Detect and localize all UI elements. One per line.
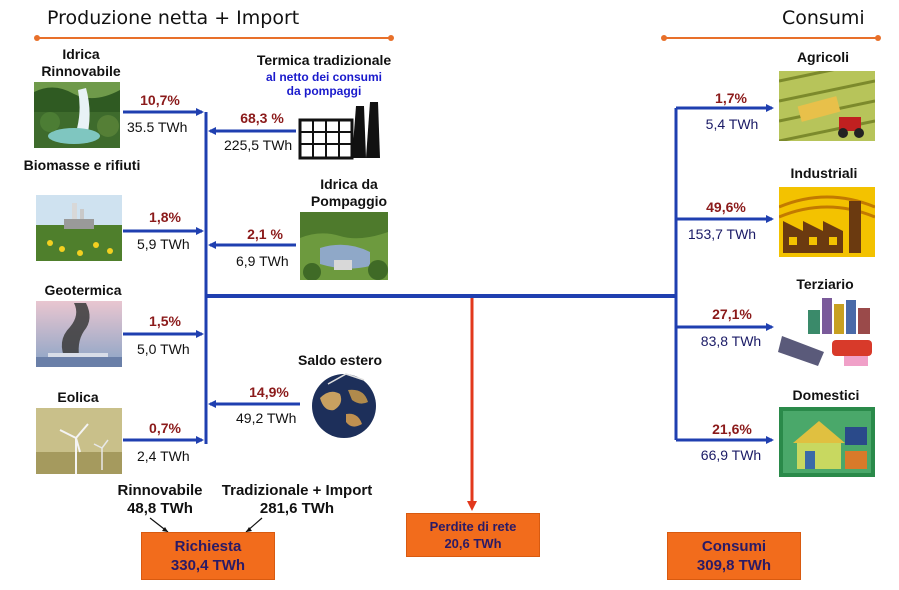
- label-pompaggio-line2: Pompaggio: [310, 193, 388, 209]
- label-pompaggio: Idrica da Pompaggio: [306, 176, 392, 210]
- total-rinnovabile-label: Rinnovabile: [117, 482, 203, 499]
- biomass-plant-image: [36, 195, 122, 261]
- label-eolica: Eolica: [57, 389, 99, 405]
- twh-geotermica: 5,0 TWh: [137, 341, 190, 357]
- consumi-box: Consumi 309,8 TWh: [667, 532, 801, 580]
- pct-agricoli: 1,7%: [715, 90, 747, 106]
- services-image: [778, 296, 876, 368]
- twh-termica: 225,5 TWh: [224, 137, 293, 153]
- label-idrica-line2: Rinnovabile: [41, 63, 121, 79]
- wind-turbine-image: [36, 408, 122, 474]
- pct-industriali: 49,6%: [706, 199, 746, 215]
- label-termica: Termica tradizionale: [256, 52, 392, 68]
- pct-termica: 68,3 %: [240, 110, 284, 126]
- perdite-box: Perdite di rete 20,6 TWh: [406, 513, 540, 557]
- globe-image: [306, 370, 382, 440]
- termica-note-line2: da pompaggi: [286, 84, 362, 98]
- pct-idrica: 10,7%: [140, 92, 180, 108]
- twh-biomasse: 5,9 TWh: [137, 236, 190, 252]
- label-saldo-estero: Saldo estero: [297, 352, 383, 368]
- total-tradizionale: Tradizionale + Import 281,6 TWh: [214, 482, 380, 518]
- total-tradizionale-value: 281,6 TWh: [259, 500, 335, 517]
- consumi-label: Consumi: [701, 538, 767, 555]
- pct-eolica: 0,7%: [149, 420, 181, 436]
- pct-domestici: 21,6%: [712, 421, 752, 437]
- pct-terziario: 27,1%: [712, 306, 752, 322]
- perdite-value: 20,6 TWh: [444, 536, 502, 551]
- total-tradizionale-label: Tradizionale + Import: [221, 482, 373, 499]
- perdite-label: Perdite di rete: [429, 519, 517, 534]
- right-header-title: Consumi: [782, 7, 865, 29]
- twh-industriali: 153,7 TWh: [687, 226, 757, 242]
- pumped-hydro-image: [300, 212, 388, 280]
- industry-image: [779, 187, 875, 257]
- twh-pompaggio: 6,9 TWh: [236, 253, 289, 269]
- pct-geotermica: 1,5%: [149, 313, 181, 329]
- richiesta-box: Richiesta 330,4 TWh: [141, 532, 275, 580]
- label-terziario: Terziario: [796, 276, 854, 292]
- termica-note: al netto dei consumi da pompaggi: [256, 70, 392, 98]
- twh-terziario: 83,8 TWh: [700, 333, 762, 349]
- twh-domestici: 66,9 TWh: [700, 447, 762, 463]
- label-geotermica: Geotermica: [44, 282, 122, 298]
- termica-note-line1: al netto dei consumi: [265, 70, 382, 84]
- pct-saldo-estero: 14,9%: [249, 384, 289, 400]
- richiesta-label: Richiesta: [174, 538, 242, 555]
- label-pompaggio-line1: Idrica da: [320, 176, 378, 192]
- total-rinnovabile: Rinnovabile 48,8 TWh: [112, 482, 208, 518]
- pct-pompaggio: 2,1 %: [247, 226, 283, 242]
- waterfall-image: [34, 82, 120, 148]
- right-header-rule: [661, 35, 881, 41]
- pct-biomasse: 1,8%: [149, 209, 181, 225]
- label-idrica-rinnovabile: Idrica Rinnovabile: [38, 46, 124, 80]
- left-header-rule: [34, 35, 394, 41]
- geothermal-image: [36, 301, 122, 367]
- label-biomasse: Biomasse e rifiuti: [23, 157, 141, 173]
- left-header-title: Produzione netta + Import: [47, 7, 300, 29]
- thermal-plant-icon: [298, 98, 382, 160]
- twh-eolica: 2,4 TWh: [137, 448, 190, 464]
- household-image: [779, 407, 875, 477]
- consumi-value: 309,8 TWh: [696, 557, 772, 574]
- total-rinnovabile-value: 48,8 TWh: [127, 500, 193, 517]
- label-industriali: Industriali: [790, 165, 858, 181]
- twh-idrica: 35.5 TWh: [127, 119, 188, 135]
- richiesta-value: 330,4 TWh: [170, 557, 246, 574]
- twh-agricoli: 5,4 TWh: [705, 116, 759, 132]
- label-agricoli: Agricoli: [796, 49, 850, 65]
- label-idrica-line1: Idrica: [62, 46, 100, 62]
- agriculture-image: [779, 71, 875, 141]
- twh-saldo-estero: 49,2 TWh: [236, 410, 297, 426]
- label-domestici: Domestici: [792, 387, 860, 403]
